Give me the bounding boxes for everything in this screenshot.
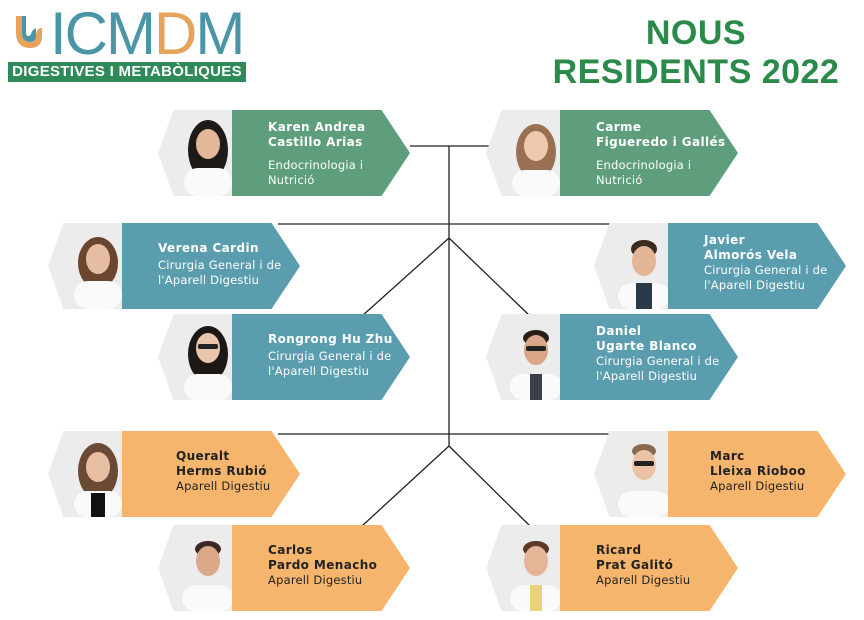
resident-name: Rongrong Hu Zhu [268,332,393,346]
resident-specialty: Aparell Digestiu [596,573,691,587]
page-title: NOUS RESIDENTS 2022 [546,14,846,92]
resident-photo [594,431,680,517]
logo-subtitle: DIGESTIVES I METABÒLIQUES [8,62,246,82]
resident-photo [48,431,134,517]
logo-wordmark: ICMDM [50,0,245,67]
resident-specialty: Aparell Digestiu [268,573,363,587]
resident-specialty: Aparell Digestiu [710,479,805,493]
resident-name: Verena Cardin [158,241,259,255]
icmdm-logo: ICMDM DIGESTIVES I METABÒLIQUES [6,0,246,84]
stomach-logo-icon [16,16,42,48]
page-title-line1: NOUS [645,14,747,52]
resident-photo [486,525,572,611]
resident-specialty: Aparell Digestiu [176,479,271,493]
resident-photo [48,223,134,309]
resident-photo [158,110,244,196]
resident-photo [486,314,572,400]
resident-photo [594,223,680,309]
page-title-line2: RESIDENTS 2022 [552,53,840,91]
resident-photo [486,110,572,196]
resident-photo [158,525,244,611]
resident-photo [158,314,244,400]
